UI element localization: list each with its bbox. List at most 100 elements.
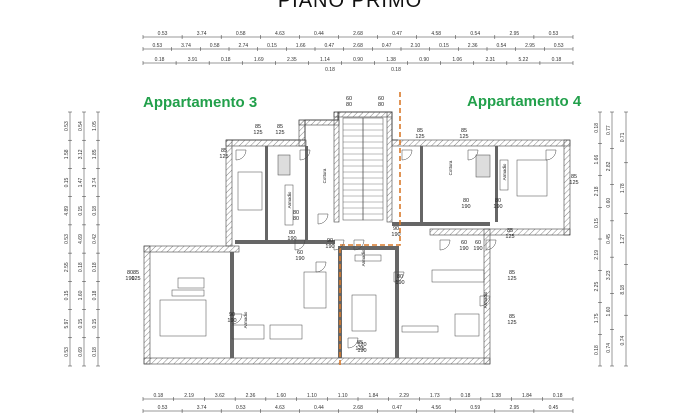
dim-label: 8.18 <box>620 285 626 295</box>
dim-label: 0.58 <box>210 43 220 49</box>
wall-segment <box>225 139 307 147</box>
door-swing <box>235 149 247 161</box>
door-label: 190 <box>493 204 502 210</box>
dim-label: 2.19 <box>594 250 600 260</box>
dim-label: 0.18 <box>92 206 98 216</box>
dim-label: 1.47 <box>78 177 84 187</box>
door-label: 190 <box>325 244 334 250</box>
dim-label: 5.22 <box>519 57 529 63</box>
dim-label: 2.19 <box>184 393 194 399</box>
stove-apt3 <box>177 277 205 289</box>
dim-label: 3.74 <box>197 31 207 37</box>
door-label: 85 <box>509 270 515 276</box>
bed-apt4-north <box>516 159 548 197</box>
dim-label: 0.18 <box>92 290 98 300</box>
door-label: 85 <box>255 124 261 130</box>
dim-label: 2.36 <box>468 43 478 49</box>
door-label: 85 <box>461 128 467 134</box>
door-swing <box>347 337 359 349</box>
door-label: 85 <box>507 228 513 234</box>
door-swing <box>317 213 329 225</box>
dim-label: 2.36 <box>246 393 256 399</box>
dim-label: 0.47 <box>392 31 402 37</box>
dim-label: 3.91 <box>188 57 198 63</box>
staircase <box>342 117 384 221</box>
dim-label: 1.84 <box>368 393 378 399</box>
dim-label: 2.82 <box>606 161 612 171</box>
dim-label: 1.66 <box>594 155 600 165</box>
fixture-label: Armadio <box>483 291 488 308</box>
dim-label: 1.85 <box>92 149 98 159</box>
door-swing <box>545 149 557 161</box>
door-label: 125 <box>275 130 284 136</box>
dim-label: 0.90 <box>353 57 363 63</box>
bath-apt3 <box>277 154 291 176</box>
door-swing <box>299 149 311 161</box>
dim-label: 1.78 <box>620 183 626 193</box>
door-label: 60 <box>475 240 481 246</box>
dim-label: 4.58 <box>431 31 441 37</box>
dim-label: 0.47 <box>392 405 402 411</box>
apartment-divider-line <box>339 92 401 366</box>
dim-label: 2.95 <box>509 405 519 411</box>
partition <box>392 222 490 226</box>
dim-label: 0.18 <box>594 123 600 133</box>
dim-label: 2.18 <box>594 186 600 196</box>
dim-label: 0.18 <box>155 57 165 63</box>
dim-label: 1.14 <box>320 57 330 63</box>
door-label: 190 <box>287 236 296 242</box>
dim-label: 0.18 <box>221 57 231 63</box>
table-apt4 <box>454 313 480 337</box>
dim-label: 3.74 <box>197 405 207 411</box>
dim-label: 1.66 <box>296 43 306 49</box>
bed-central <box>351 294 377 332</box>
dim-label: 1.60 <box>606 306 612 316</box>
dim-label: 0.54 <box>496 43 506 49</box>
dim-label: 3.12 <box>78 149 84 159</box>
door-label: 125 <box>459 134 468 140</box>
door-label: 60 <box>461 240 467 246</box>
dim-label: 2.68 <box>353 405 363 411</box>
door-label: 80 <box>346 102 352 108</box>
door-label: 80 <box>293 210 299 216</box>
dim-label: 1.38 <box>386 57 396 63</box>
dim-label: 0.18 <box>78 262 84 272</box>
dim-label: 1.10 <box>307 393 317 399</box>
dim-label: 0.53 <box>158 405 168 411</box>
fixture-label: Cottura <box>448 160 453 175</box>
dim-label: 0.45 <box>549 405 559 411</box>
door-label: 85 <box>571 174 577 180</box>
wall-segment <box>563 139 571 236</box>
door-label: 190 <box>391 232 400 238</box>
dim-label: 0.53 <box>64 347 70 357</box>
door-label: 190 <box>395 280 404 286</box>
dim-label: 0.60 <box>606 198 612 208</box>
dim-label: 1.38 <box>491 393 501 399</box>
dim-label: 0.53 <box>549 31 559 37</box>
fixture-label: Cottura <box>322 168 327 183</box>
partition <box>395 246 399 358</box>
partition <box>235 240 335 244</box>
door-label: 190 <box>125 276 134 282</box>
dim-label: 2.25 <box>594 282 600 292</box>
door-label: 190 <box>459 246 468 252</box>
dim-label: 0.44 <box>314 31 324 37</box>
wall-segment <box>429 228 571 236</box>
dim-label: 2.35 <box>287 57 297 63</box>
door-label: 85 <box>221 148 227 154</box>
bed-apt3-north <box>237 171 263 211</box>
dim-label: 0.53 <box>152 43 162 49</box>
door-label: 120 <box>357 342 366 348</box>
door-swing <box>393 271 405 283</box>
dim-label: 0.59 <box>470 405 480 411</box>
dim-label: 1.73 <box>430 393 440 399</box>
wall-segment <box>386 111 393 223</box>
dim-label: 0.71 <box>620 132 626 142</box>
wardrobe-2 <box>354 254 382 262</box>
wardrobe-1 <box>284 184 294 226</box>
door-label: 80 <box>397 274 403 280</box>
wall-segment <box>298 119 340 126</box>
dim-label: 0.47 <box>382 43 392 49</box>
